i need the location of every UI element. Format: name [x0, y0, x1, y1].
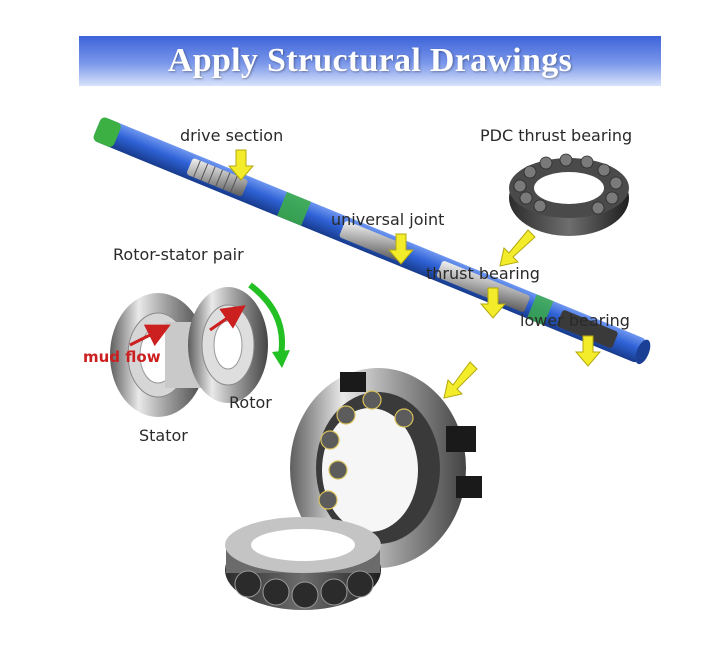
motor-tool-body: [93, 117, 651, 365]
label-rotor: Rotor: [229, 393, 272, 412]
down-arrow-icon: [227, 149, 255, 181]
rotor-stator-pair-image: [110, 282, 290, 417]
diagonal-arrow-icon: [443, 361, 478, 399]
bearing-rings-image: [225, 368, 482, 610]
title-banner: Apply Structural Drawings: [79, 36, 661, 86]
mud-flow-arrow: [209, 305, 246, 332]
green-band: [93, 117, 121, 147]
label-thrust-bearing: thrust bearing: [426, 264, 540, 283]
down-arrow-icon: [574, 335, 602, 367]
diagonal-arrow-icon: [499, 229, 536, 267]
down-arrow-icon: [387, 233, 415, 265]
thrust-bearing-cutaway: [436, 260, 530, 312]
universal-joint-cutaway: [339, 221, 405, 261]
label-stator: Stator: [139, 426, 188, 445]
pdc-thrust-bearing-image: [509, 153, 629, 236]
label-lower-bearing: lower bearing: [520, 311, 630, 330]
label-drive-section: drive section: [180, 126, 284, 145]
down-arrow-icon: [479, 287, 507, 319]
green-band: [277, 191, 312, 226]
label-mud-flow: mud flow: [83, 348, 161, 366]
label-universal-joint: universal joint: [331, 210, 445, 229]
label-rotor-stator-pair: Rotor-stator pair: [113, 245, 244, 264]
label-pdc-thrust-bearing: PDC thrust bearing: [480, 126, 633, 145]
green-band: [526, 294, 554, 326]
lower-bearing-cutaway: [557, 310, 618, 348]
page-title: Apply Structural Drawings: [167, 42, 573, 79]
mud-flow-arrow: [129, 324, 171, 347]
